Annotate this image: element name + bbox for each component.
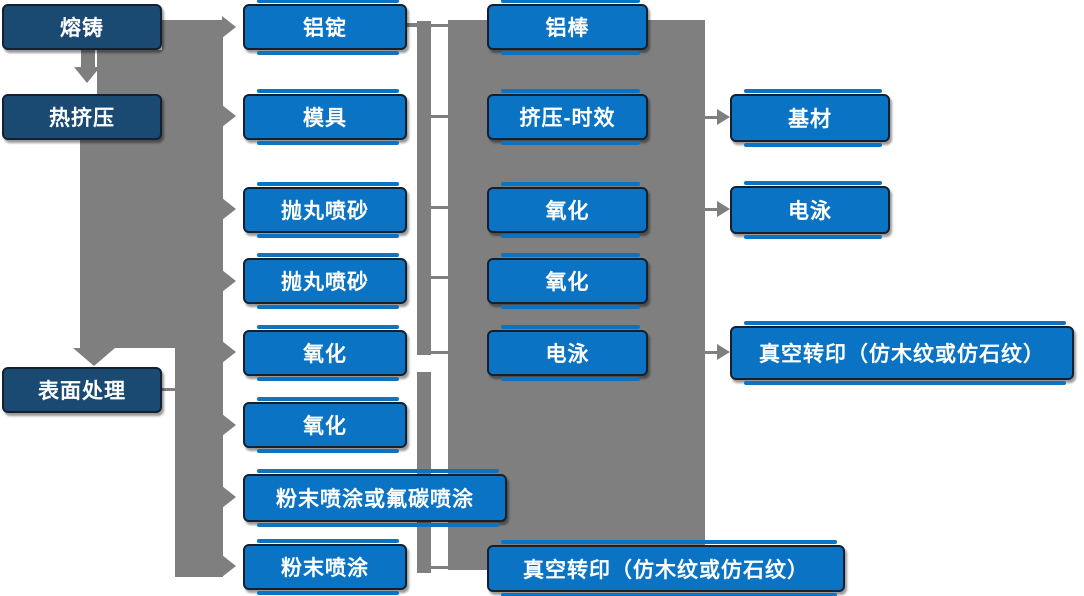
node-oxidation-c: 氧化 [487,182,648,238]
link-bar-rect-row1 [431,24,448,27]
arrowhead-to-powder-coating [222,555,236,577]
down-arrowhead-to-hot-extrusion [74,67,100,83]
node-oxidation-d: 氧化 [487,253,648,309]
connector-lower-band [175,348,223,577]
out-shaft-vacuum-transfer [704,351,718,354]
link-bar-rect-row4 [431,276,448,279]
node-electrophoresis-b: 电泳 [730,181,890,239]
arrowhead-to-shot-blast-2 [222,270,236,292]
down-arrow-shaft-melting-to-extrusion [81,50,95,68]
node-powder-coating: 粉末喷涂 [243,539,407,595]
out-shaft-base-material [704,116,718,119]
link-bar-rect-row5 [431,351,448,354]
node-aluminum-rod: 铝棒 [487,0,648,55]
node-hot-extrusion: 热挤压 [2,94,162,140]
node-mold: 模具 [243,89,407,145]
node-shot-blast-sandblast-2: 抛丸喷砂 [243,253,407,309]
node-aluminum-ingot: 铝锭 [243,0,407,55]
node-melting-casting: 熔铸 [2,4,162,50]
link-bar-rect-row2 [431,115,448,118]
arrowhead-to-vacuum-transfer [717,344,730,360]
arrowhead-to-powder-fluorocarbon [222,486,236,508]
connector-top-arm [162,20,223,51]
stub-aluminum-ingot [407,23,417,27]
arrowhead-to-aluminum-ingot [222,16,236,38]
node-electrophoresis-a: 电泳 [487,325,648,381]
node-oxidation-b: 氧化 [243,397,407,453]
down-arrowhead-to-surface-treatment [73,348,115,366]
link-bar-rect-bottom [431,566,448,569]
node-extrusion-aging: 挤压-时效 [487,89,648,145]
arrowhead-to-oxidation-a [222,341,236,363]
node-powder-or-fluorocarbon-coating: 粉末喷涂或氟碳喷涂 [243,469,507,527]
connector-main-band-upper [97,50,223,96]
arrowhead-to-electrophoresis [717,201,730,217]
node-shot-blast-sandblast-1: 抛丸喷砂 [243,182,407,238]
link-bar-rect-row3 [431,206,448,209]
node-base-material: 基材 [730,89,890,147]
arrowhead-to-shot-blast-1 [222,198,236,220]
out-shaft-electrophoresis [704,208,718,211]
collector-bar-upper [417,21,431,355]
arrowhead-to-oxidation-b [222,414,236,436]
node-vacuum-transfer-print-right: 真空转印（仿木纹或仿石纹） [730,321,1074,385]
connector-surface-treatment-link [162,388,175,391]
arrowhead-to-mold [222,105,236,127]
node-oxidation-a: 氧化 [243,325,407,381]
node-vacuum-transfer-print-bottom: 真空转印（仿木纹或仿石纹） [487,540,845,596]
node-surface-treatment: 表面处理 [2,367,162,413]
arrowhead-to-base-material [717,109,730,125]
